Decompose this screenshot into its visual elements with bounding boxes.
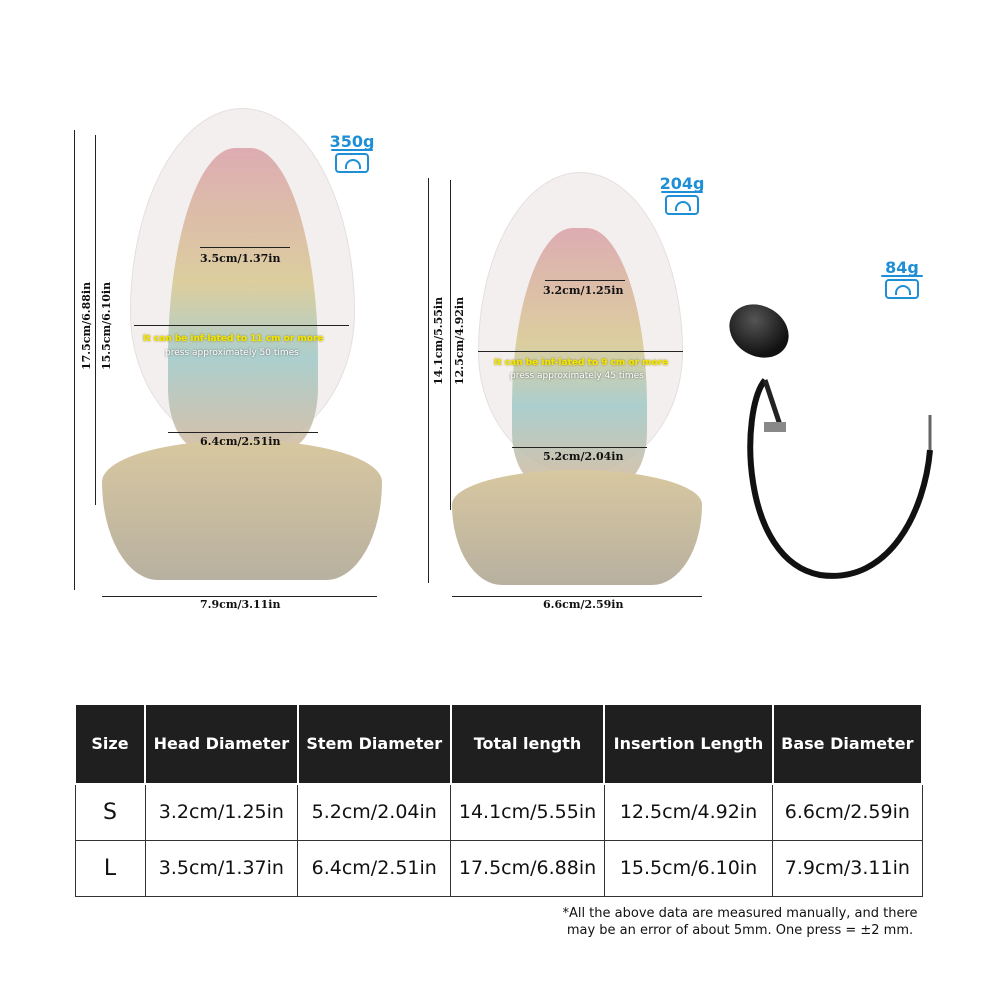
footnote: *All the above data are measured manuall… (555, 906, 925, 940)
scale-icon (661, 191, 703, 215)
cell: 6.6cm/2.59in (772, 783, 923, 841)
cell: 12.5cm/4.92in (603, 783, 774, 841)
dim-line-stem-large (168, 432, 318, 433)
weight-small-value: 204g (659, 174, 705, 193)
product-small-core (512, 228, 647, 483)
label-stem-large: 6.4cm/2.51in (200, 435, 281, 448)
weight-pump: 84g (872, 258, 932, 299)
footnote-line-1: *All the above data are measured manuall… (562, 906, 918, 921)
cell: 15.5cm/6.10in (603, 839, 774, 897)
dim-line-inflate-large (134, 325, 349, 326)
cell: 14.1cm/5.55in (450, 783, 605, 841)
cell: 3.2cm/1.25in (144, 783, 299, 841)
cell-size: L (74, 839, 146, 897)
header-insertion-length: Insertion Length (603, 703, 774, 785)
cell: 5.2cm/2.04in (297, 783, 452, 841)
cell: 7.9cm/3.11in (772, 839, 923, 897)
label-insertion-large: 15.5cm/6.10in (100, 281, 113, 370)
weight-large-value: 350g (329, 132, 375, 151)
weight-small: 204g (652, 174, 712, 215)
header-base-diameter: Base Diameter (771, 703, 924, 785)
dim-line-insertion-small (450, 180, 451, 510)
footnote-line-2: may be an error of about 5mm. One press … (566, 922, 914, 938)
product-large-base (102, 440, 382, 580)
dim-line-total-small (428, 178, 429, 583)
table-header-row: Size Head Diameter Stem Diameter Total l… (74, 703, 924, 785)
press-note-small: press approximately 45 times (510, 371, 644, 381)
inflate-note-small: It can be inf-lated to 9 cm or more (494, 358, 669, 368)
header-stem-diameter: Stem Diameter (296, 703, 452, 785)
label-total-large: 17.5cm/6.88in (80, 281, 93, 370)
table-row: S 3.2cm/1.25in 5.2cm/2.04in 14.1cm/5.55i… (74, 783, 923, 841)
dim-line-total-large (74, 130, 75, 590)
cell-size: S (74, 783, 146, 841)
dim-line-base-small (452, 596, 702, 597)
weight-large: 350g (322, 132, 382, 173)
spec-table: Size Head Diameter Stem Diameter Total l… (74, 703, 924, 897)
scale-icon (881, 275, 923, 299)
dim-line-head-small (545, 280, 625, 281)
label-insertion-small: 12.5cm/4.92in (453, 296, 466, 385)
label-head-large: 3.5cm/1.37in (200, 252, 281, 265)
label-head-small: 3.2cm/1.25in (543, 284, 624, 297)
label-base-small: 6.6cm/2.59in (543, 598, 624, 611)
dim-line-base-large (102, 596, 377, 597)
cell: 17.5cm/6.88in (450, 839, 605, 897)
cell: 3.5cm/1.37in (144, 839, 299, 897)
table-row: L 3.5cm/1.37in 6.4cm/2.51in 17.5cm/6.88i… (74, 839, 923, 897)
inflate-note-large: It can be inf-lated to 11 cm or more (143, 334, 324, 344)
cell: 6.4cm/2.51in (297, 839, 452, 897)
label-total-small: 14.1cm/5.55in (432, 296, 445, 385)
dim-line-stem-small (512, 447, 647, 448)
header-size: Size (74, 703, 146, 785)
dim-line-head-large (200, 247, 290, 248)
product-small-base (452, 470, 702, 585)
header-head-diameter: Head Diameter (144, 703, 299, 785)
label-stem-small: 5.2cm/2.04in (543, 450, 624, 463)
press-note-large: press approximately 50 times (165, 348, 299, 358)
pump-hose (747, 378, 933, 579)
product-large-core (168, 148, 318, 448)
scale-icon (331, 149, 373, 173)
dim-line-inflate-small (478, 351, 683, 352)
weight-pump-value: 84g (885, 258, 919, 277)
dim-line-insertion-large (95, 135, 96, 505)
header-total-length: Total length (449, 703, 606, 785)
label-base-large: 7.9cm/3.11in (200, 598, 281, 611)
